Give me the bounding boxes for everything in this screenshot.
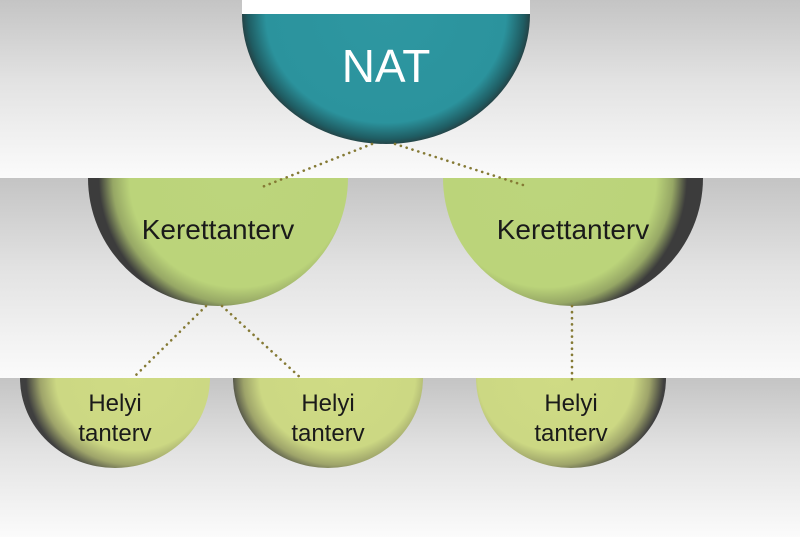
- framework-node-label: Kerettanterv: [496, 214, 650, 245]
- local-node-label: Helyi tanterv: [78, 390, 152, 447]
- root-node-label: NAT: [341, 40, 431, 92]
- framework-node-label: Kerettanterv: [141, 214, 295, 245]
- local-node-1: Helyi tanterv: [20, 378, 210, 468]
- local-node-label: Helyi tanterv: [534, 390, 608, 447]
- local-node-label: Helyi tanterv: [291, 390, 365, 447]
- root-node-rim: [242, 0, 530, 14]
